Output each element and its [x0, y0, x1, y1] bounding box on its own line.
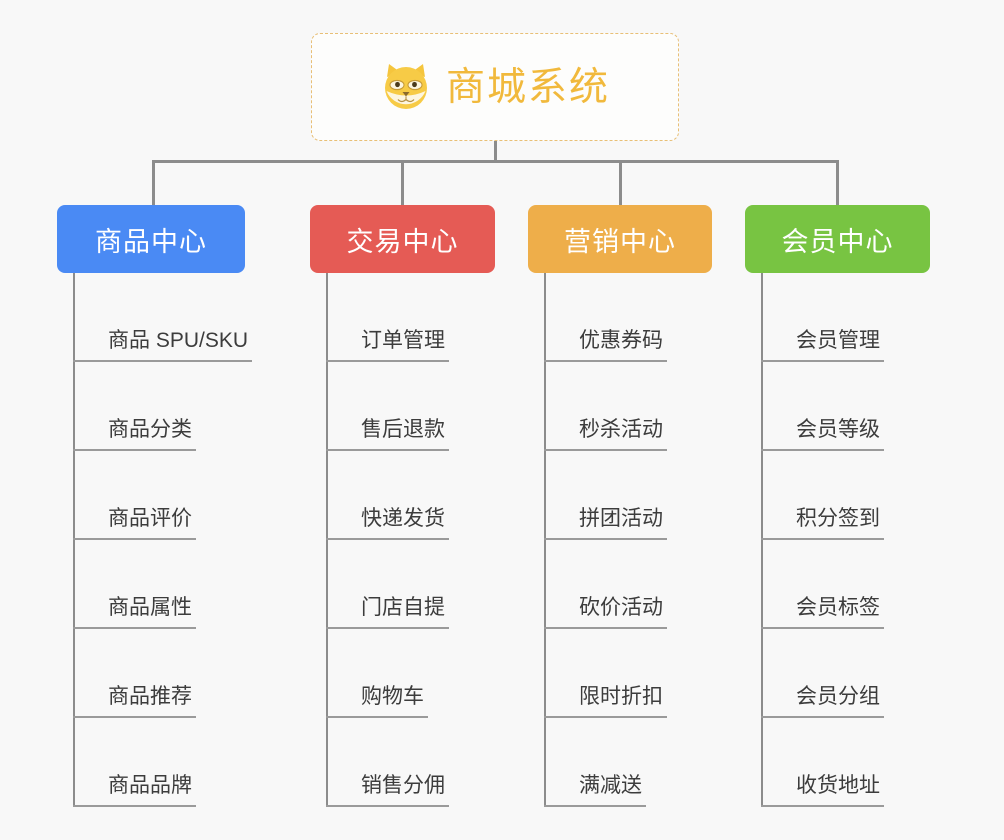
branch-header-1[interactable]: 商品中心 — [57, 205, 245, 273]
leaf-item[interactable]: 商品 SPU/SKU — [73, 273, 252, 362]
branch-header-label-2: 交易中心 — [346, 226, 459, 257]
leaf-item[interactable]: 会员等级 — [761, 362, 884, 451]
leaf-label: 满减送 — [579, 773, 642, 797]
leaf-label: 购物车 — [361, 684, 424, 708]
leaf-rule — [73, 449, 196, 451]
leaf-rule — [73, 360, 252, 362]
leaf-rule — [326, 716, 428, 718]
branch-items-3: 优惠券码 秒杀活动 拼团活动 砍价活动 限时折扣 满减送 — [544, 273, 667, 807]
leaf-rule — [761, 627, 884, 629]
leaf-item[interactable]: 会员分组 — [761, 629, 884, 718]
leaf-rule — [73, 538, 196, 540]
branch-items-1: 商品 SPU/SKU 商品分类 商品评价 商品属性 商品推荐 商品品牌 — [73, 273, 252, 807]
branch-spine-2 — [326, 273, 328, 807]
leaf-rule — [761, 538, 884, 540]
leaf-item[interactable]: 售后退款 — [326, 362, 449, 451]
leaf-label: 商品评价 — [108, 506, 192, 530]
branch-header-label-3: 营销中心 — [564, 226, 676, 257]
leaf-label: 商品分类 — [108, 417, 192, 441]
leaf-rule — [761, 360, 884, 362]
leaf-label: 商品属性 — [108, 595, 192, 619]
leaf-label: 销售分佣 — [361, 773, 445, 797]
leaf-item[interactable]: 会员标签 — [761, 540, 884, 629]
shiba-dog-icon — [380, 61, 432, 113]
leaf-item[interactable]: 订单管理 — [326, 273, 449, 362]
leaf-rule — [544, 538, 667, 540]
branch-spine-3 — [544, 273, 546, 807]
leaf-rule — [544, 360, 667, 362]
leaf-item[interactable]: 销售分佣 — [326, 718, 449, 807]
branch-spine-4 — [761, 273, 763, 807]
leaf-item[interactable]: 商品属性 — [73, 540, 252, 629]
leaf-label: 商品推荐 — [108, 684, 192, 708]
leaf-rule — [326, 360, 449, 362]
leaf-rule — [73, 627, 196, 629]
leaf-item[interactable]: 购物车 — [326, 629, 449, 718]
leaf-label: 秒杀活动 — [579, 417, 663, 441]
leaf-label: 订单管理 — [361, 328, 445, 352]
leaf-label: 拼团活动 — [579, 506, 663, 530]
leaf-item[interactable]: 商品品牌 — [73, 718, 252, 807]
branch-items-4: 会员管理 会员等级 积分签到 会员标签 会员分组 收货地址 — [761, 273, 884, 807]
leaf-label: 会员分组 — [796, 684, 880, 708]
leaf-item[interactable]: 拼团活动 — [544, 451, 667, 540]
leaf-label: 限时折扣 — [579, 684, 663, 708]
connector-bus — [152, 160, 839, 163]
leaf-rule — [326, 805, 449, 807]
leaf-rule — [326, 627, 449, 629]
connector-drop-3 — [619, 160, 622, 205]
branch-spine-1 — [73, 273, 75, 807]
connector-drop-2 — [401, 160, 404, 205]
leaf-rule — [326, 538, 449, 540]
leaf-label: 收货地址 — [796, 773, 880, 797]
leaf-rule — [544, 805, 646, 807]
leaf-item[interactable]: 秒杀活动 — [544, 362, 667, 451]
leaf-rule — [761, 449, 884, 451]
leaf-rule — [544, 627, 667, 629]
leaf-item[interactable]: 商品推荐 — [73, 629, 252, 718]
branch-header-label-1: 商品中心 — [95, 226, 207, 257]
leaf-item[interactable]: 积分签到 — [761, 451, 884, 540]
leaf-item[interactable]: 砍价活动 — [544, 540, 667, 629]
leaf-label: 会员标签 — [796, 595, 880, 619]
leaf-label: 快递发货 — [361, 506, 445, 530]
leaf-label: 售后退款 — [361, 417, 445, 441]
root-title: 商城系统 — [445, 65, 610, 109]
leaf-item[interactable]: 收货地址 — [761, 718, 884, 807]
leaf-rule — [761, 805, 884, 807]
branch-items-2: 订单管理 售后退款 快递发货 门店自提 购物车 销售分佣 — [326, 273, 449, 807]
leaf-item[interactable]: 限时折扣 — [544, 629, 667, 718]
leaf-label: 会员管理 — [796, 328, 880, 352]
leaf-label: 优惠券码 — [579, 328, 663, 352]
connector-drop-4 — [836, 160, 839, 205]
leaf-label: 积分签到 — [796, 506, 880, 530]
leaf-item[interactable]: 会员管理 — [761, 273, 884, 362]
leaf-rule — [761, 716, 884, 718]
connector-drop-1 — [152, 160, 155, 205]
leaf-label: 砍价活动 — [579, 595, 663, 619]
leaf-rule — [326, 449, 449, 451]
leaf-item[interactable]: 门店自提 — [326, 540, 449, 629]
leaf-rule — [544, 449, 667, 451]
leaf-rule — [544, 716, 667, 718]
leaf-item[interactable]: 优惠券码 — [544, 273, 667, 362]
branch-header-3[interactable]: 营销中心 — [528, 205, 712, 273]
branch-header-label-4: 会员中心 — [781, 226, 894, 257]
leaf-label: 门店自提 — [361, 595, 445, 619]
leaf-item[interactable]: 商品评价 — [73, 451, 252, 540]
leaf-rule — [73, 805, 196, 807]
root-node[interactable]: 商城系统 — [311, 33, 679, 141]
branch-header-4[interactable]: 会员中心 — [745, 205, 930, 273]
leaf-item[interactable]: 商品分类 — [73, 362, 252, 451]
connector-root-stem — [494, 141, 497, 162]
leaf-item[interactable]: 快递发货 — [326, 451, 449, 540]
leaf-label: 商品品牌 — [108, 773, 192, 797]
leaf-item[interactable]: 满减送 — [544, 718, 667, 807]
leaf-label: 商品 SPU/SKU — [108, 328, 249, 352]
leaf-rule — [73, 716, 196, 718]
branch-header-2[interactable]: 交易中心 — [310, 205, 495, 273]
leaf-label: 会员等级 — [796, 417, 880, 441]
